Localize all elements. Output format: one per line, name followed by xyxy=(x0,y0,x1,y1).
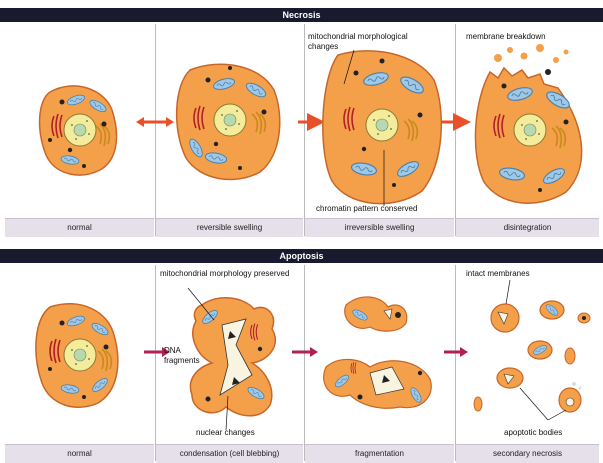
necrosis-normal-cell xyxy=(40,86,117,175)
dna-fragments-note: DNA fragments xyxy=(164,346,214,366)
apoptosis-normal-cell xyxy=(36,304,118,408)
necrosis-disintegrating-cell xyxy=(475,68,581,203)
apoptotic-bodies-note: apoptotic bodies xyxy=(504,428,599,438)
intact-membranes-note: intact membranes xyxy=(466,269,586,279)
necrosis-irreversible-cell xyxy=(323,51,441,204)
apoptotic-bodies xyxy=(474,301,590,412)
membrane-breakdown-note: membrane breakdown xyxy=(466,32,596,42)
mito-preserved-note: mitochondrial morphology preserved xyxy=(160,269,300,279)
chromatin-note: chromatin pattern conserved xyxy=(316,204,456,214)
necrosis-swollen-cell xyxy=(177,64,280,179)
apoptosis-fragments xyxy=(324,297,432,408)
mito-changes-note: mitochondrial morphological changes xyxy=(308,32,438,52)
nuclear-changes-note: nuclear changes xyxy=(196,428,296,438)
